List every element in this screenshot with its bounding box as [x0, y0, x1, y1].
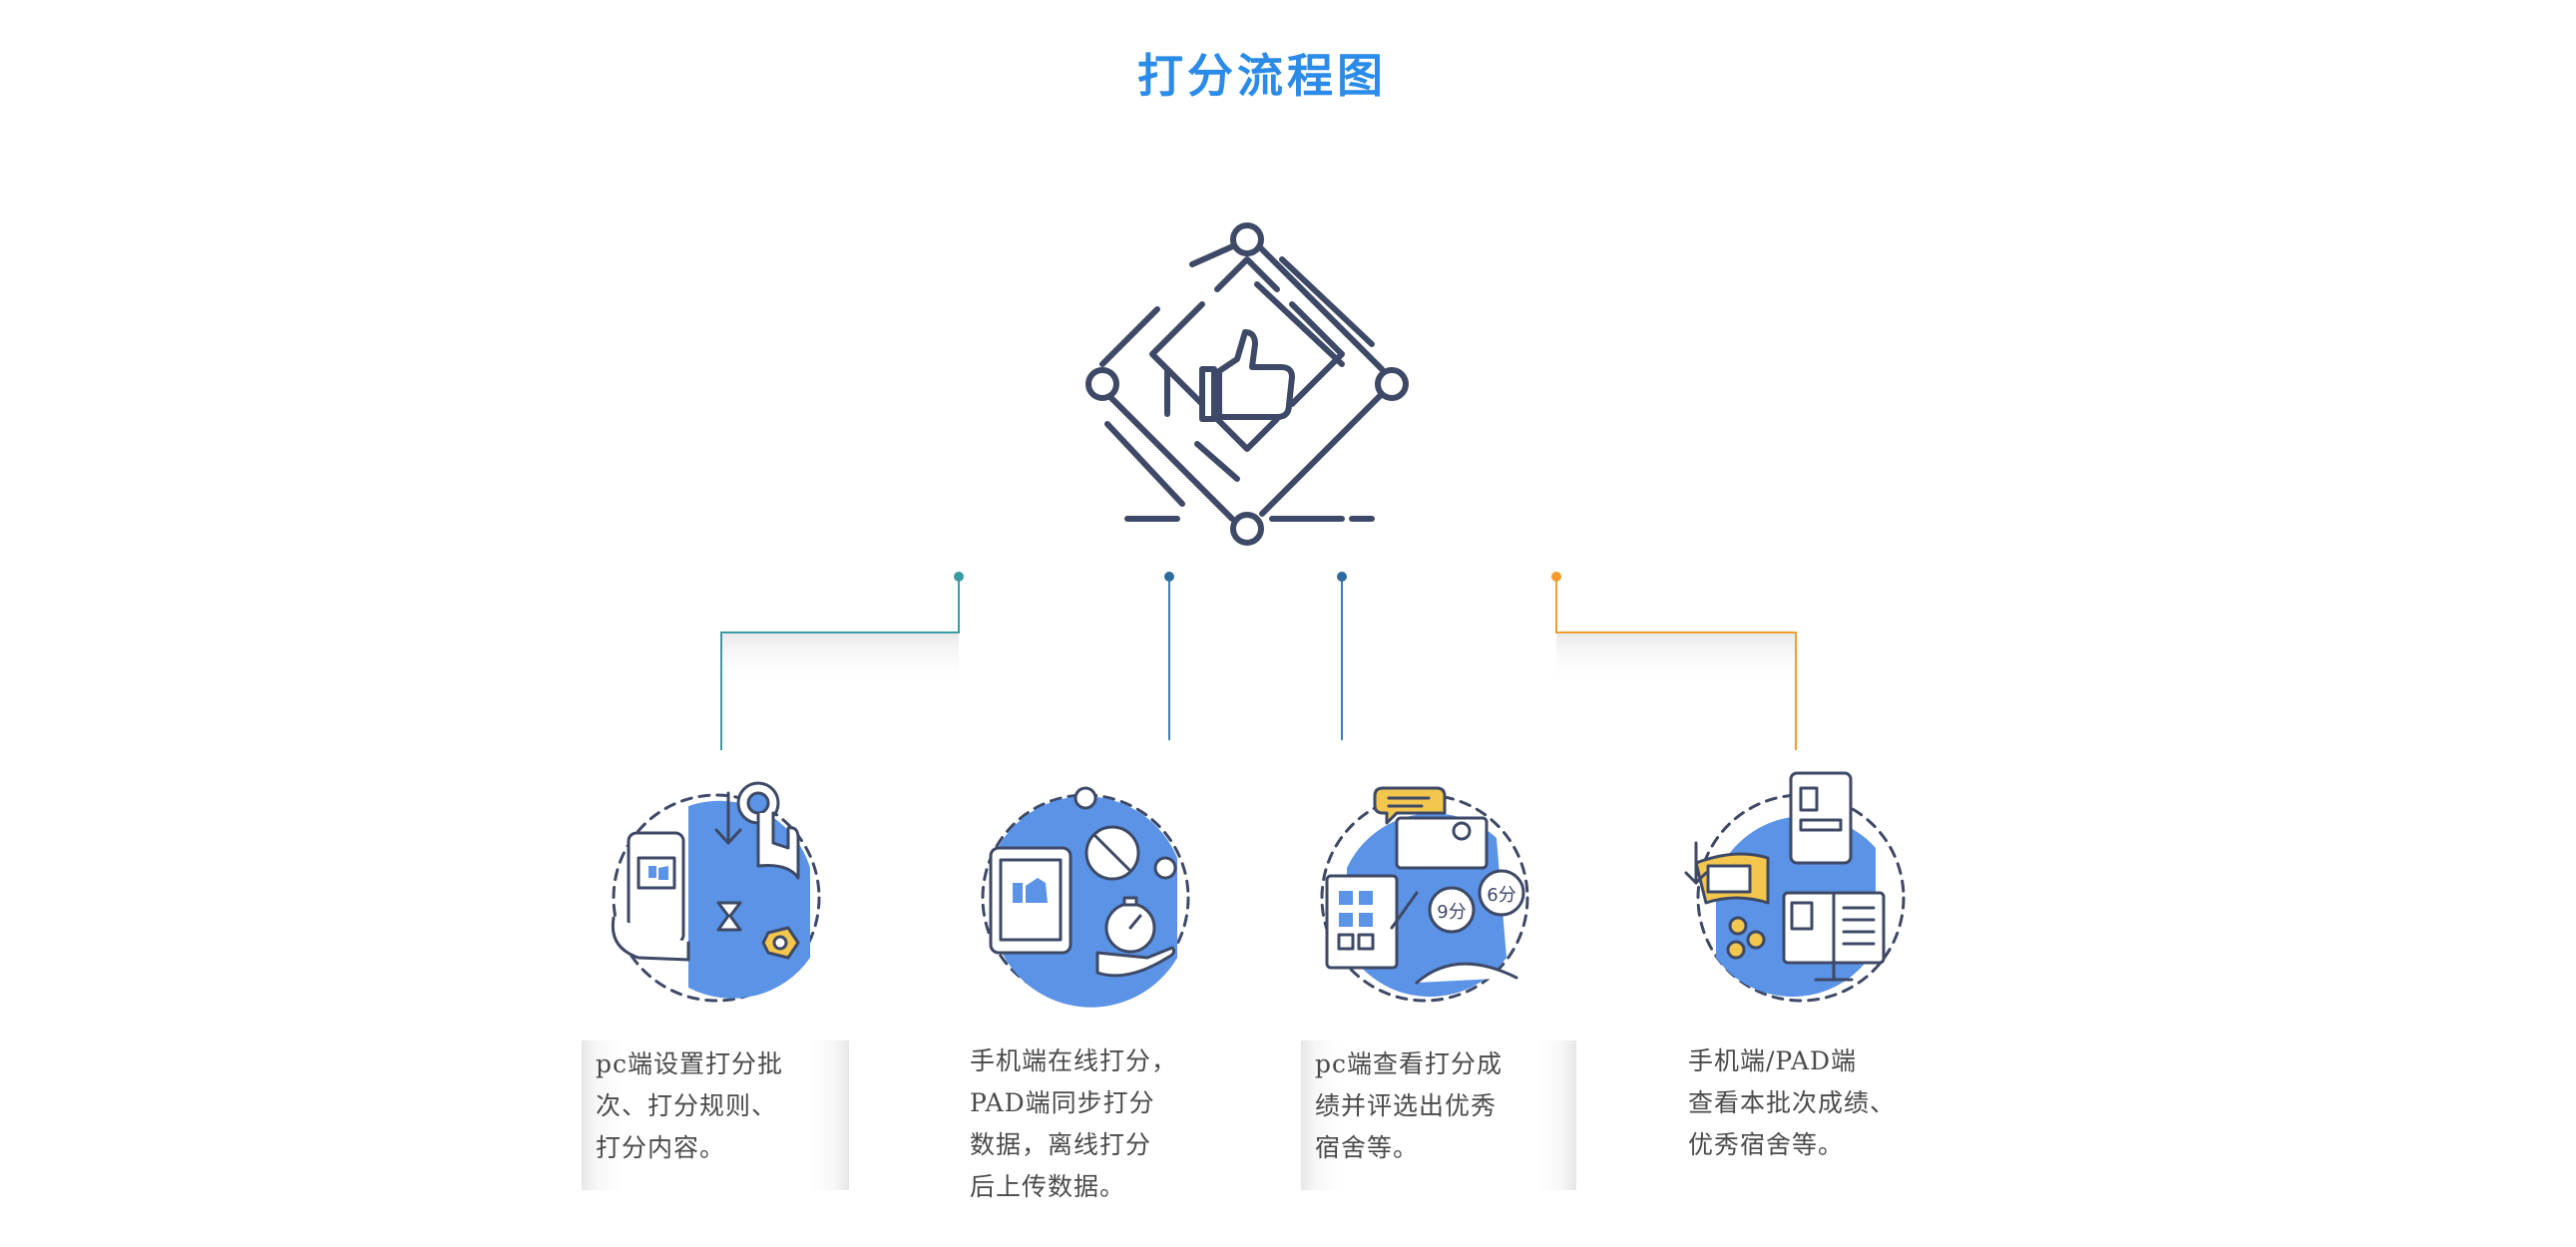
step-4-line-1: 手机端/PAD端: [1688, 1046, 1858, 1075]
score-badge-2: 6分: [1487, 885, 1515, 906]
connector-4: [1551, 572, 1797, 750]
score-badge-1: 9分: [1437, 902, 1466, 923]
step-1-line-3: 打分内容。: [596, 1133, 726, 1162]
tablet-report-icon: [1684, 771, 1906, 1003]
checklist-score-icon: [1320, 786, 1529, 1003]
step-3-line-2: 绩并评选出优秀: [1315, 1091, 1498, 1120]
connector-1: [720, 572, 964, 750]
step-2-line-4: 后上传数据。: [970, 1172, 1126, 1201]
step-4-line-2: 查看本批次成绩、: [1688, 1088, 1897, 1117]
pc-hand-settings-icon: [611, 781, 821, 1003]
diamond-thumbs-up-icon: [1085, 222, 1409, 546]
step-3-line-1: pc端查看打分成: [1315, 1049, 1503, 1078]
step-4-line-3: 优秀宿舍等。: [1688, 1130, 1845, 1159]
step-4-description: 手机端/PAD端 查看本批次成绩、 优秀宿舍等。: [1688, 1040, 1967, 1166]
connector-3: [1337, 572, 1347, 740]
step-2-description: 手机端在线打分， PAD端同步打分 数据，离线打分 后上传数据。: [970, 1040, 1229, 1208]
step-1-line-2: 次、打分规则、: [596, 1091, 778, 1120]
step-2-line-2: PAD端同步打分: [970, 1088, 1155, 1117]
page-title: 打分流程图: [1137, 49, 1387, 103]
connector-2: [1164, 572, 1174, 740]
step-2-line-1: 手机端在线打分，: [970, 1046, 1178, 1075]
tablet-stopwatch-icon: [981, 786, 1190, 1008]
step-3-line-3: 宿舍等。: [1315, 1133, 1420, 1162]
step-3-description: pc端查看打分成 绩并评选出优秀 宿舍等。: [1301, 1040, 1576, 1190]
step-1-line-1: pc端设置打分批: [596, 1049, 784, 1078]
step-1-description: pc端设置打分批 次、打分规则、 打分内容。: [582, 1040, 849, 1190]
step-2-line-3: 数据，离线打分: [970, 1130, 1152, 1159]
